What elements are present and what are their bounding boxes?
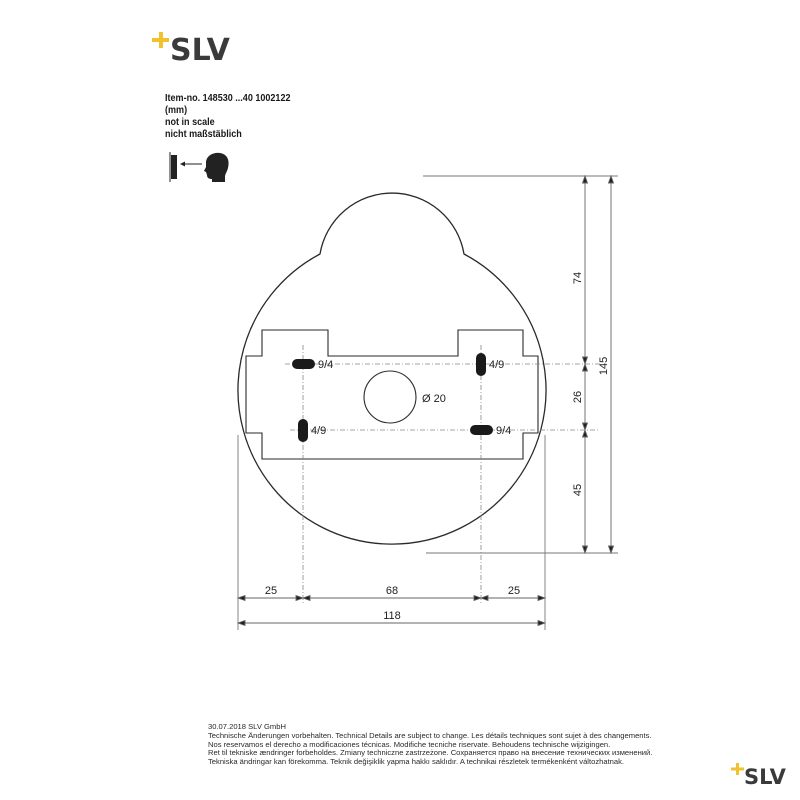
slot-label-bottom-right: 9/4 [496, 425, 511, 437]
slot-label-top-right: 4/9 [489, 359, 504, 371]
dim-145: 145 [598, 357, 610, 375]
dim-74: 74 [572, 272, 584, 284]
scale-note-de: nicht maßstäblich [165, 128, 242, 140]
dim-26: 26 [572, 391, 584, 403]
slot-top-right [476, 353, 486, 376]
dim-25-right: 25 [508, 585, 520, 597]
footer-line: Ret til tekniske ændringer forbeholdes. … [208, 748, 653, 758]
footer-line: Technische Änderungen vorbehalten. Techn… [208, 730, 652, 740]
item-number: Item-no. 148530 ...40 1002122 [165, 92, 291, 104]
slot-bottom-right [470, 425, 493, 435]
horizontal-dimensions [236, 594, 547, 627]
footer-date-company: 30.07.2018 SLV GmbH [208, 722, 286, 731]
viewer-looking-at-wall-icon [169, 152, 229, 182]
footer-line: Nos reservamos el derecho a modificacion… [208, 739, 611, 749]
scale-note-en: not in scale [165, 116, 215, 128]
hole-label: Ø 20 [422, 393, 446, 405]
slot-top-left [292, 359, 315, 369]
slot-label-top-left: 9/4 [318, 359, 333, 371]
item-info: Item-no. 148530 ...40 1002122 (mm) not i… [165, 92, 291, 140]
footer-line: Tekniska ändringar kan förekomma. Teknik… [208, 757, 625, 767]
center-hole [363, 370, 417, 424]
dim-25-left: 25 [265, 585, 277, 597]
unit-label: (mm) [165, 104, 188, 116]
vertical-dimensions [581, 174, 615, 555]
plus-icon [731, 763, 744, 775]
slot-bottom-left [298, 419, 308, 442]
footer-disclaimer: 30.07.2018 SLV GmbH Technische Änderunge… [208, 722, 653, 767]
dim-68: 68 [386, 585, 398, 597]
housing-outline [237, 192, 547, 545]
logo-text: SLV [170, 33, 230, 68]
dim-118: 118 [383, 610, 401, 622]
dim-45: 45 [572, 484, 584, 496]
slot-label-bottom-left: 4/9 [311, 425, 326, 437]
extension-lines [237, 175, 618, 630]
center-lines [285, 345, 600, 605]
plus-icon [152, 32, 169, 48]
mounting-plate [245, 329, 539, 460]
logo-text: SLV [744, 765, 786, 789]
